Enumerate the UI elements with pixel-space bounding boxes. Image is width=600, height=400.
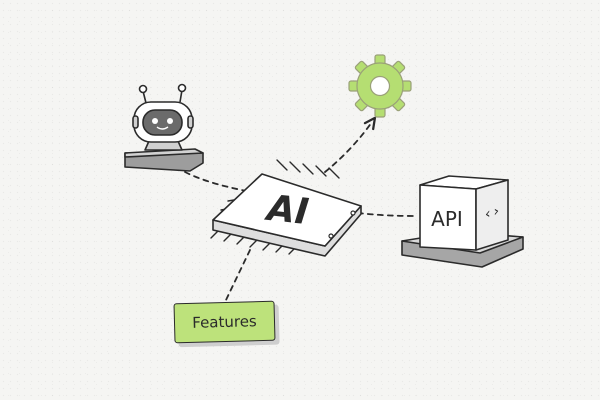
- connector-ai-to-api: [357, 212, 416, 217]
- ai-chip: AI: [210, 159, 362, 257]
- robot-icon: [124, 83, 204, 172]
- hub-label: AI: [262, 188, 310, 233]
- api-label: API: [431, 207, 463, 231]
- features-tag: Features: [173, 300, 276, 344]
- api-box: API ‹›: [401, 175, 524, 268]
- connector-robot-to-ai: [184, 171, 253, 193]
- code-brackets-icon: ‹›: [484, 203, 501, 224]
- connector-ai-to-features: [225, 249, 251, 301]
- api-cube-side: [475, 179, 509, 251]
- gear-icon: [348, 54, 412, 118]
- connector-ai-to-gear: [324, 116, 377, 173]
- features-label: Features: [192, 312, 257, 332]
- chip-top: [212, 173, 362, 247]
